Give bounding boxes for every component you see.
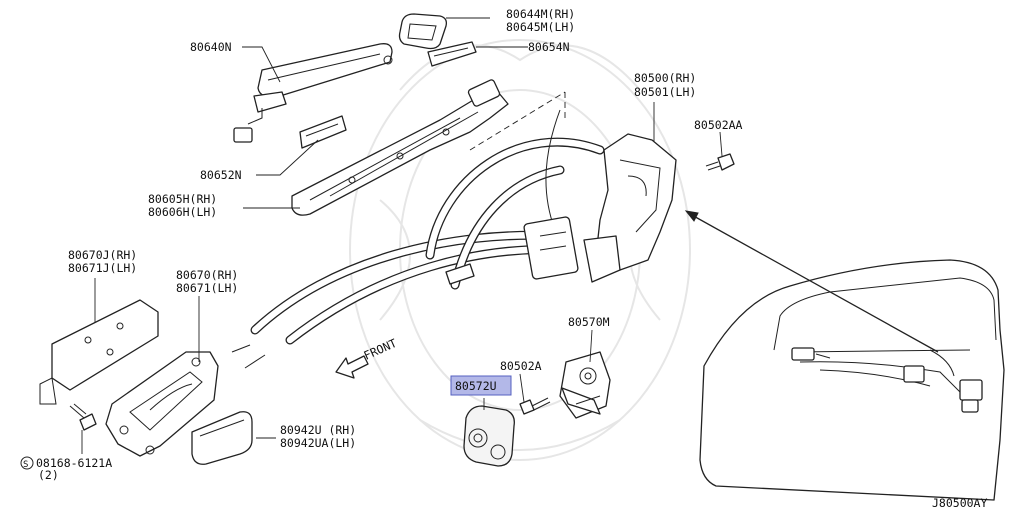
label-80500: 80500(RH) bbox=[634, 71, 696, 85]
label-80572U[interactable]: 80572U bbox=[455, 379, 497, 393]
handle-bracket-80605H bbox=[291, 79, 509, 216]
bolt-80502AA bbox=[705, 153, 735, 171]
shim-80572U bbox=[463, 405, 515, 467]
label-80671: 80671(LH) bbox=[176, 281, 238, 295]
diagram-id: J80500AY bbox=[932, 496, 987, 510]
label-80670: 80670(RH) bbox=[176, 268, 238, 282]
striker-80570M bbox=[559, 351, 611, 419]
label-80671J: 80671J(LH) bbox=[68, 261, 137, 275]
leader-lines bbox=[81, 17, 723, 454]
label-80652N: 80652N bbox=[200, 168, 242, 182]
screw-08168 bbox=[69, 403, 97, 431]
highlight-80572U bbox=[450, 375, 512, 396]
door-lock-actuator-80500 bbox=[445, 133, 677, 285]
outside-handle-80640N bbox=[233, 43, 393, 143]
part-labels: 80644M(RH) 80645M(LH) 80640N 80654N 8050… bbox=[20, 7, 987, 510]
label-80670J: 80670J(RH) bbox=[68, 248, 137, 262]
label-80644M: 80644M(RH) bbox=[506, 7, 575, 21]
gasket-80652N bbox=[299, 115, 347, 149]
front-direction-arrow bbox=[335, 355, 369, 379]
escutcheon-80644M bbox=[398, 13, 448, 50]
label-80606H: 80606H(LH) bbox=[148, 205, 217, 219]
gasket-80654N bbox=[427, 41, 477, 67]
bracket-80670J bbox=[39, 299, 159, 405]
label-08168-6121A: 08168-6121A bbox=[36, 456, 112, 470]
screw-symbol: S bbox=[23, 460, 28, 470]
label-qty-2: (2) bbox=[38, 468, 59, 482]
bolt-80502A bbox=[519, 397, 551, 415]
label-80640N: 80640N bbox=[190, 40, 232, 54]
label-80502AA: 80502AA bbox=[694, 118, 743, 132]
screw-symbol-circle bbox=[20, 456, 34, 470]
label-80501: 80501(LH) bbox=[634, 85, 696, 99]
label-80942U: 80942U (RH) bbox=[280, 423, 356, 437]
inside-handle-80670 bbox=[105, 351, 219, 457]
label-80942UA: 80942UA(LH) bbox=[280, 436, 356, 450]
finisher-cap-80942U bbox=[191, 411, 253, 465]
label-80502A: 80502A bbox=[500, 359, 542, 373]
label-80654N: 80654N bbox=[528, 40, 570, 54]
lock-cables bbox=[231, 91, 605, 369]
watermark-emblem bbox=[349, 39, 691, 461]
label-80645M: 80645M(LH) bbox=[506, 20, 575, 34]
detail-pointer-arrow bbox=[684, 210, 939, 353]
label-80570M: 80570M bbox=[568, 315, 610, 329]
door-outline-view bbox=[699, 259, 1005, 501]
label-80605H: 80605H(RH) bbox=[148, 192, 217, 206]
